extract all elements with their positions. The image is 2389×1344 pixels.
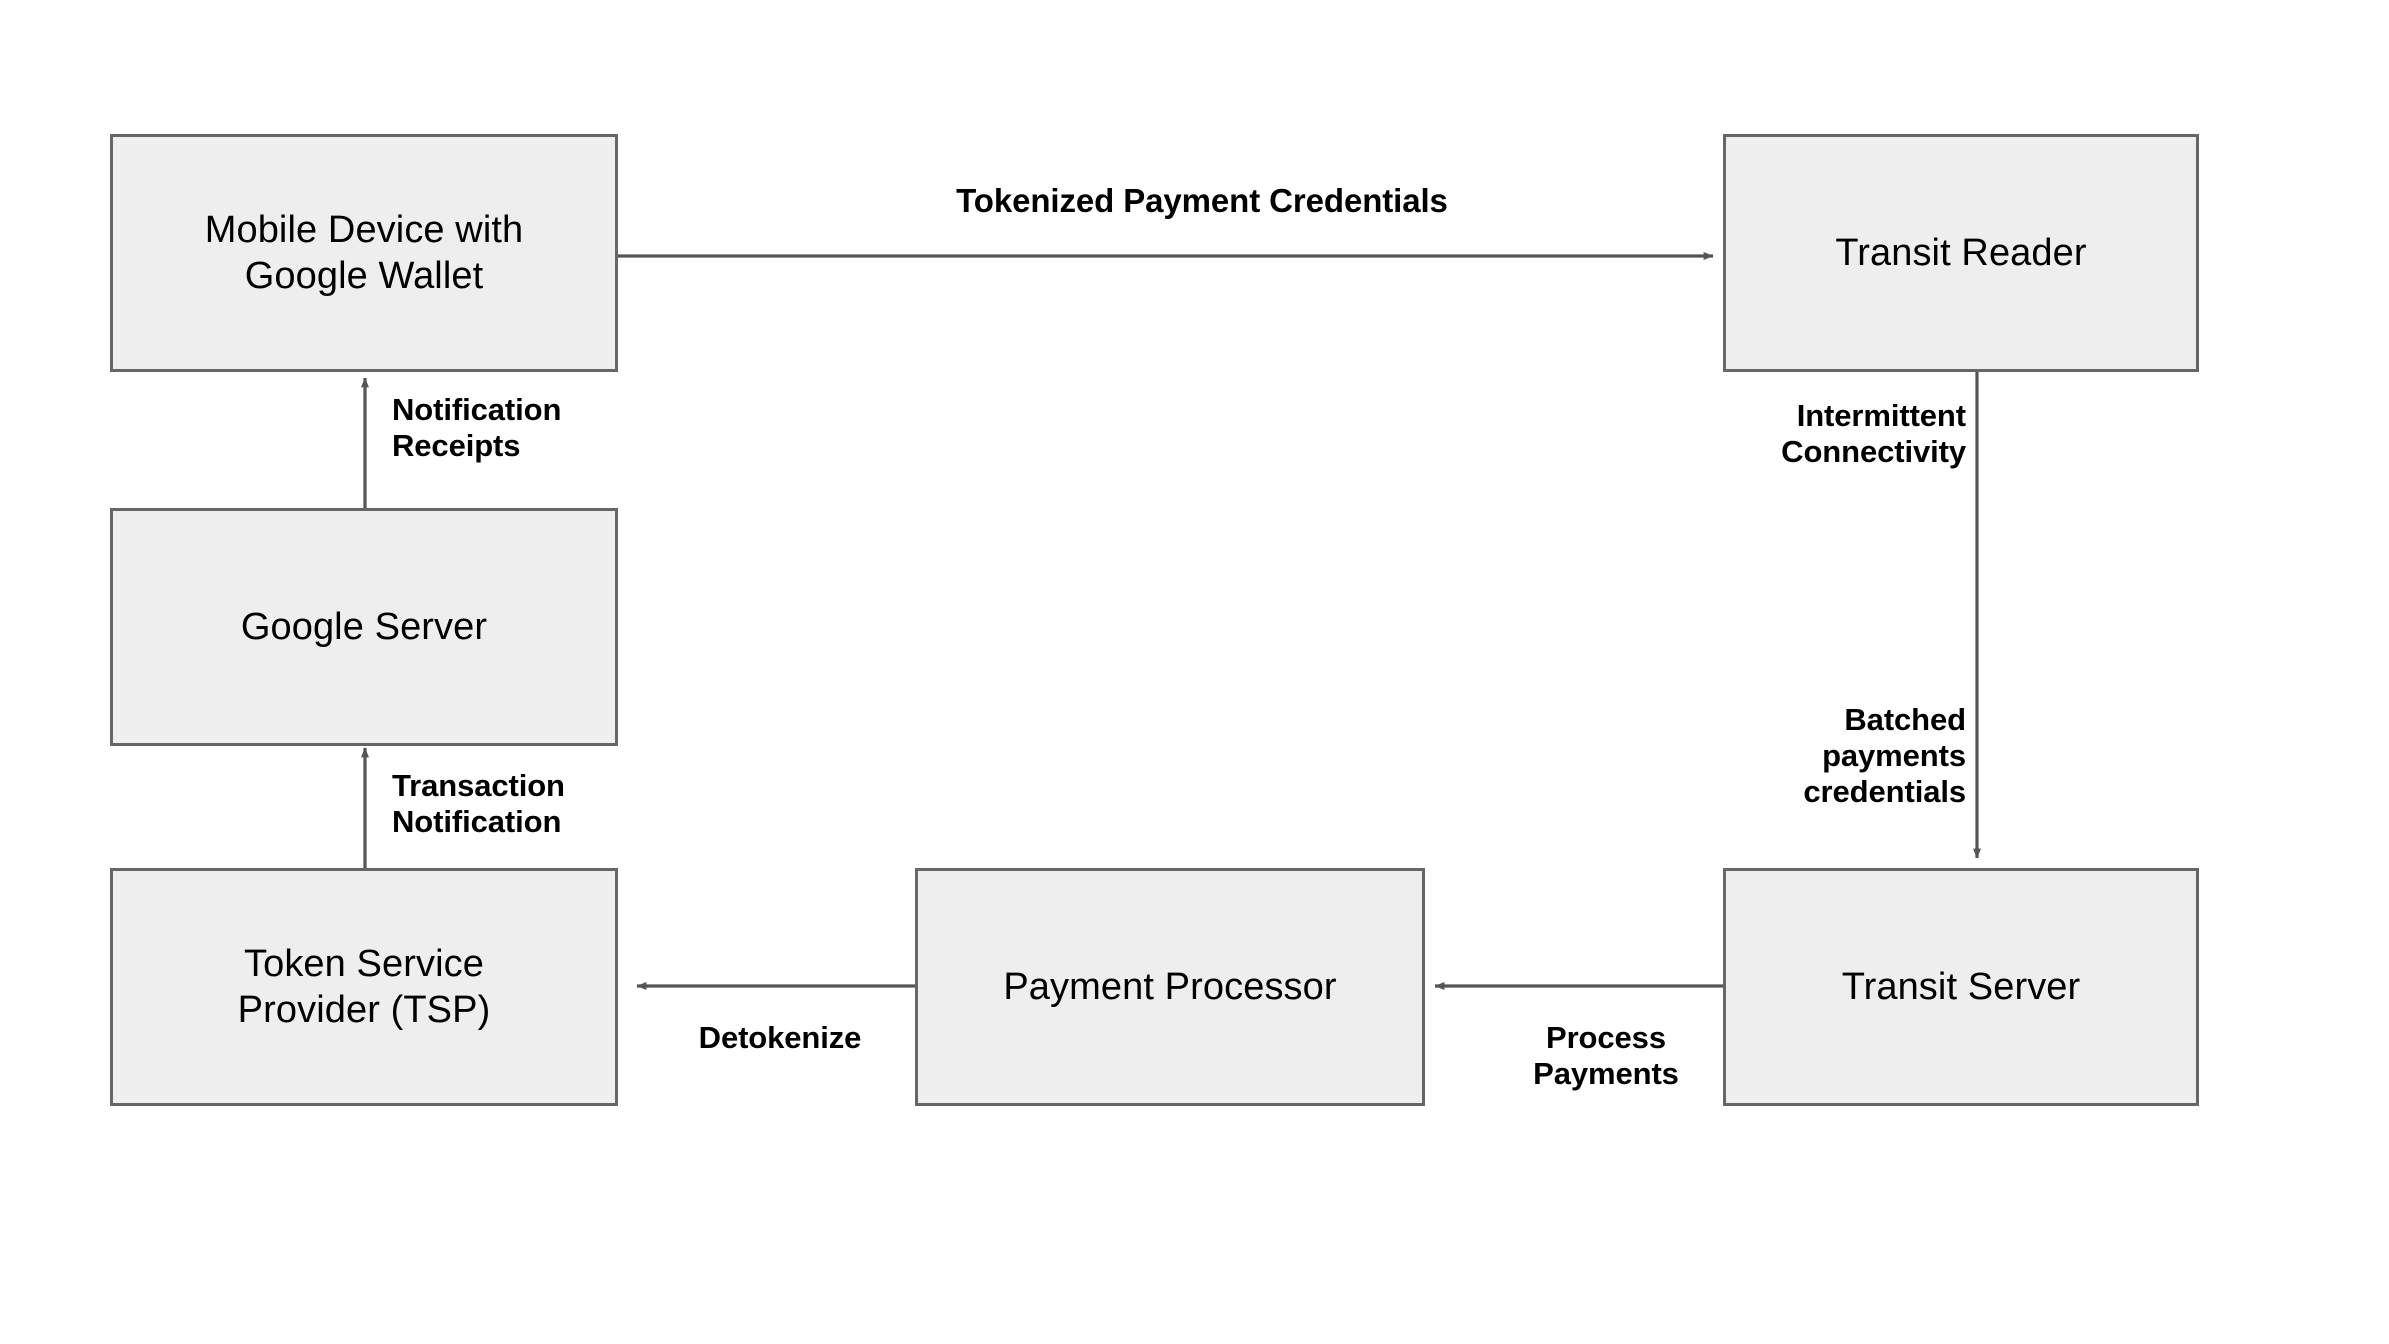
edge-label-detokenize: Detokenize: [698, 1020, 862, 1055]
node-token-service-provider[interactable]: Token Service Provider (TSP): [110, 868, 618, 1106]
edge-label-transaction-notification: Transaction Notification: [392, 768, 565, 839]
node-transit-server[interactable]: Transit Server: [1723, 868, 2199, 1106]
node-transit-reader-label: Transit Reader: [1835, 231, 2087, 274]
node-google-server-label: Google Server: [240, 605, 488, 648]
node-google-server[interactable]: Google Server: [110, 508, 618, 746]
edge-label-process-payments: Process Payments: [1533, 1020, 1679, 1091]
node-mobile-device[interactable]: Mobile Device with Google Wallet: [110, 134, 618, 372]
edge-label-notification-receipts: Notification Receipts: [392, 392, 562, 463]
edge-label-tokenized-payment-credentials: Tokenized Payment Credentials: [956, 182, 1448, 219]
node-transit-reader[interactable]: Transit Reader: [1723, 134, 2199, 372]
edge-label-intermittent-connectivity: Intermittent Connectivity: [1781, 398, 1966, 469]
node-payment-processor[interactable]: Payment Processor: [915, 868, 1425, 1106]
node-token-service-provider-label: Token Service Provider (TSP): [237, 942, 491, 1031]
edge-label-batched-payments-credentials: Batched payments credentials: [1803, 702, 1966, 809]
node-transit-server-label: Transit Server: [1841, 965, 2081, 1008]
node-mobile-device-label: Mobile Device with Google Wallet: [204, 208, 524, 297]
node-payment-processor-label: Payment Processor: [1003, 965, 1337, 1008]
